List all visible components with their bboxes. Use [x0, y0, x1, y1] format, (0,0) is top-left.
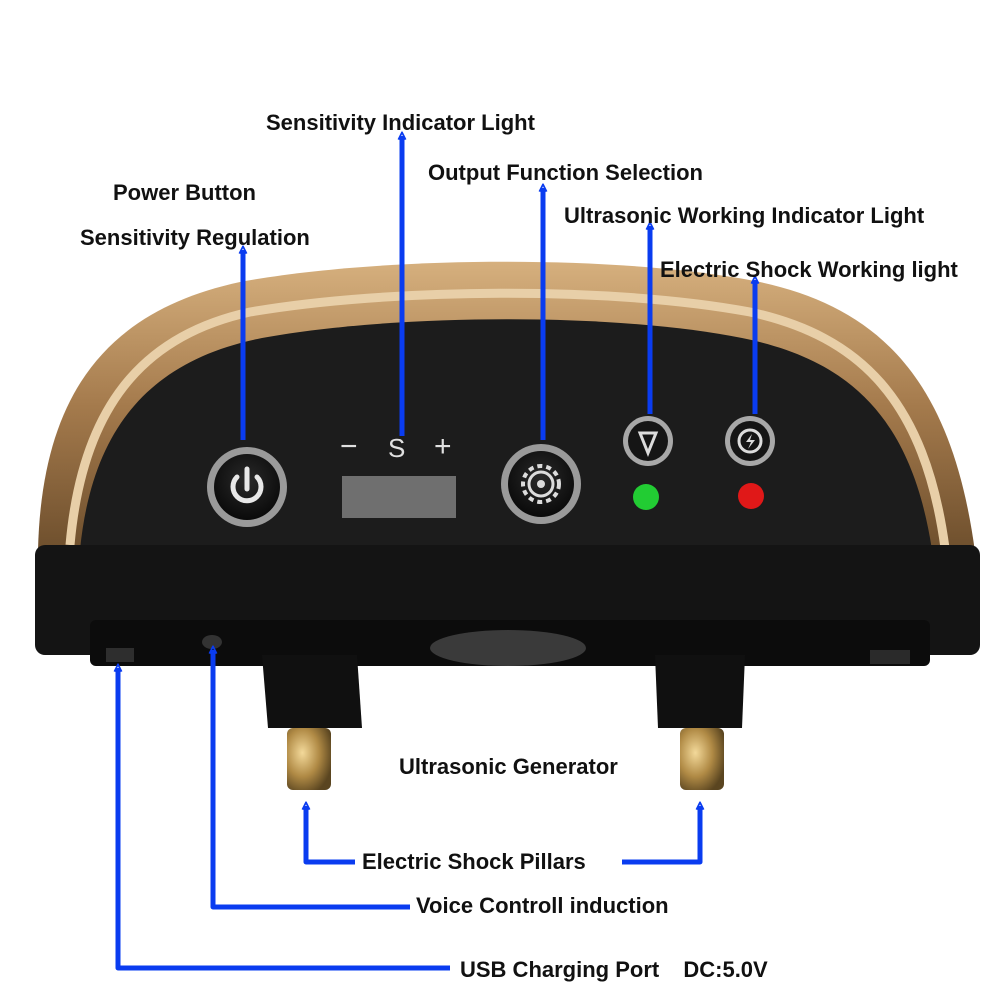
red-led	[738, 483, 764, 509]
arrow-voice-induction	[213, 650, 410, 910]
green-led	[633, 484, 659, 510]
gear-icon	[521, 464, 561, 504]
power-icon	[230, 474, 264, 504]
usb-port-slot	[106, 648, 134, 662]
ultrasonic-indicator	[623, 416, 673, 466]
arrow-usb-port	[118, 668, 450, 971]
sensitivity-s-label: S	[388, 433, 406, 463]
label-usb-charging-port: USB Charging Port DC:5.0V	[460, 959, 768, 981]
sensitivity-screen	[342, 476, 456, 518]
callout-arrows	[118, 136, 755, 971]
right-shock-pillar	[655, 655, 745, 790]
right-port-slot	[870, 650, 910, 664]
shock-icon	[737, 428, 763, 454]
voice-mic-hole	[202, 635, 222, 649]
label-voice-control-induction: Voice Controll induction	[416, 893, 669, 918]
label-ultrasonic-working-indicator-light: Ultrasonic Working Indicator Light	[564, 203, 925, 228]
dc-rating-text: DC:5.0V	[683, 957, 768, 982]
label-electric-shock-working-light: Electric Shock Working light	[660, 257, 958, 282]
rim-highlight	[65, 288, 950, 549]
arrow-shock-pillar-left	[306, 806, 355, 865]
label-sensitivity-indicator-light: Sensitivity Indicator Light	[266, 110, 535, 135]
label-electric-shock-pillars: Electric Shock Pillars	[362, 849, 586, 874]
ultrasonic-icon	[637, 431, 659, 458]
arrow-shock-pillar-right	[622, 806, 700, 865]
shock-indicator	[725, 416, 775, 466]
ultrasonic-generator-port	[430, 630, 586, 666]
sensitivity-plus-key[interactable]: +	[434, 430, 452, 463]
label-output-function-selection: Output Function Selection	[428, 160, 703, 185]
output-function-button[interactable]	[501, 444, 581, 524]
power-button[interactable]	[207, 447, 287, 527]
label-ultrasonic-generator: Ultrasonic Generator	[399, 754, 618, 779]
sensitivity-display-panel: − S +	[334, 432, 464, 528]
label-sensitivity-regulation: Sensitivity Regulation	[80, 225, 310, 250]
left-shock-pillar	[262, 655, 362, 790]
usb-charging-port-text: USB Charging Port	[460, 957, 660, 982]
sensitivity-minus-key[interactable]: −	[340, 430, 358, 463]
label-power-button: Power Button	[113, 180, 256, 205]
control-face	[80, 319, 932, 550]
